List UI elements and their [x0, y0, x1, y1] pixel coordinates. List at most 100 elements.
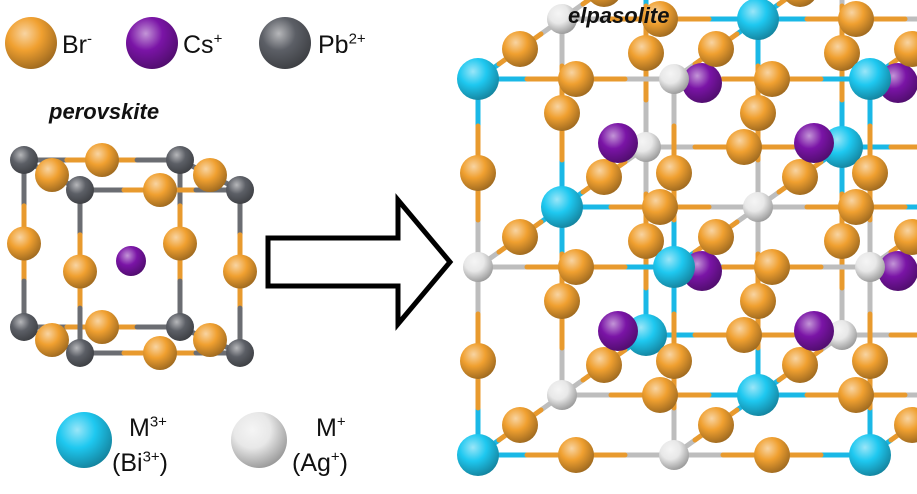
br-atom: [544, 95, 580, 131]
ag-atom: [855, 252, 885, 282]
perovskite-title: perovskite: [49, 99, 160, 124]
br-atom: [544, 283, 580, 319]
br-atom: [35, 323, 69, 357]
br-atom: [838, 377, 874, 413]
br-atom: [754, 249, 790, 285]
br-atom: [558, 249, 594, 285]
bi-atom: [653, 246, 695, 288]
bi-atom: [457, 58, 499, 100]
bi-atom: [849, 58, 891, 100]
br-atom: [698, 407, 734, 443]
br-atom: [754, 437, 790, 473]
ag-atom: [659, 440, 689, 470]
br-atom: [785, 0, 815, 7]
bi-atom: [737, 374, 779, 416]
br-atom: [894, 219, 917, 255]
cs-atom: [598, 123, 638, 163]
br-atom: [698, 31, 734, 67]
cs-atom: [682, 63, 722, 103]
ag-atom: [743, 192, 773, 222]
legend-label-m1: M+: [316, 413, 346, 442]
br-legend-sphere: [5, 17, 57, 69]
pb-atom: [10, 146, 38, 174]
br-atom: [852, 343, 888, 379]
legend-label-pb: Pb2+: [318, 30, 366, 59]
br-atom: [656, 155, 692, 191]
br-atom: [838, 1, 874, 37]
br-atom: [782, 347, 818, 383]
br-atom: [698, 219, 734, 255]
br-atom: [460, 155, 496, 191]
br-atom: [586, 347, 622, 383]
br-atom: [894, 31, 917, 67]
br-atom: [726, 129, 762, 165]
br-atom: [726, 317, 762, 353]
ag-atom: [463, 252, 493, 282]
br-atom: [656, 343, 692, 379]
perovskite-cell: [7, 143, 257, 370]
elpasolite-cell: [457, 0, 917, 476]
pb-atom: [166, 146, 194, 174]
legend-label-m3: M3+: [129, 413, 167, 442]
br-atom: [852, 155, 888, 191]
bond: [776, 0, 789, 7]
legend-label-bi3: (Bi3+): [112, 448, 168, 477]
br-atom: [143, 173, 177, 207]
br-atom: [740, 95, 776, 131]
br-atom: [740, 283, 776, 319]
bi-atom: [541, 186, 583, 228]
br-atom: [838, 189, 874, 225]
pb-atom: [226, 176, 254, 204]
br-atom: [502, 31, 538, 67]
br-atom: [824, 35, 860, 71]
br-atom: [223, 254, 257, 289]
br-atom: [193, 158, 227, 192]
br-atom: [824, 223, 860, 259]
ag-atom: [547, 4, 577, 34]
br-atom: [193, 323, 227, 357]
br-atom: [628, 35, 664, 71]
br-atom: [558, 61, 594, 97]
br-atom: [586, 159, 622, 195]
arrow-shape: [265, 193, 454, 331]
ag-atom: [827, 320, 857, 350]
br-atom: [143, 336, 177, 370]
br-atom: [502, 219, 538, 255]
pb-atom: [166, 313, 194, 341]
br-atom: [7, 226, 41, 261]
br-atom: [85, 143, 119, 177]
pb-atom: [66, 176, 94, 204]
legend-label-br: Br-: [62, 30, 92, 59]
right-arrow-icon: [265, 193, 454, 331]
legend-top-spheres: [5, 17, 311, 69]
br-atom: [754, 61, 790, 97]
pb-atom: [66, 339, 94, 367]
bi-atom: [849, 434, 891, 476]
br-atom: [85, 310, 119, 344]
cs-legend-sphere: [126, 17, 178, 69]
ag-legend-sphere: [231, 412, 287, 468]
bi-atom: [737, 0, 779, 40]
br-atom: [642, 377, 678, 413]
br-atom: [642, 189, 678, 225]
ag-atom: [631, 132, 661, 162]
bi-legend-sphere: [56, 412, 112, 468]
ag-atom: [547, 380, 577, 410]
cs-atom: [878, 251, 917, 291]
bi-atom: [457, 434, 499, 476]
pb-legend-sphere: [259, 17, 311, 69]
br-atom: [163, 226, 197, 261]
ag-atom: [659, 64, 689, 94]
cs-atom: [794, 311, 834, 351]
br-atom: [502, 407, 538, 443]
br-atom: [642, 1, 678, 37]
br-atom: [894, 407, 917, 443]
br-atom: [63, 254, 97, 289]
br-atom: [35, 158, 69, 192]
br-atom: [558, 437, 594, 473]
br-atom: [782, 159, 818, 195]
legend-label-ag: (Ag+): [292, 448, 348, 477]
pb-atom: [226, 339, 254, 367]
